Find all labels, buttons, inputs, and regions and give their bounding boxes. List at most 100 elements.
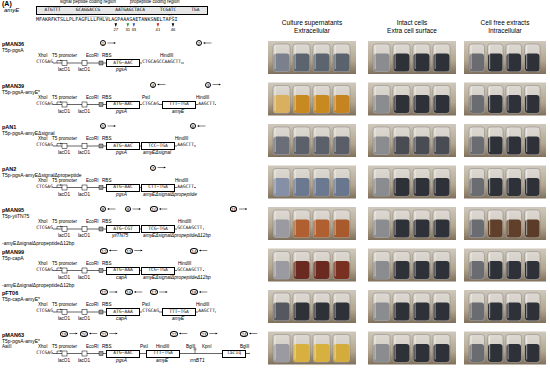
promoter-arrowhead (61, 60, 63, 62)
tube-highlight (315, 87, 316, 111)
primer-arrow (134, 292, 142, 293)
tube (469, 44, 485, 72)
tube-liquid (374, 344, 390, 362)
laco-box (82, 227, 87, 232)
tube-highlight (489, 170, 490, 194)
photo-background (464, 332, 546, 365)
column-header: Extracellular (262, 28, 362, 35)
promoter-arrow (57, 61, 61, 64)
tube-highlight (295, 253, 296, 277)
dna-sequence: CTCGAG (36, 60, 53, 65)
site-label: XhoI (38, 179, 47, 184)
tube-liquid (394, 261, 410, 279)
primer-arrow (179, 333, 187, 334)
site-label: lacO1 (58, 68, 70, 73)
tube-highlight (335, 87, 336, 111)
laco-box (82, 268, 87, 273)
tube (506, 127, 522, 155)
tube (273, 169, 290, 197)
photo-background (464, 124, 546, 157)
tube (433, 169, 450, 197)
construct-name: T5p-capA-amyE* (2, 297, 40, 302)
photo-background (268, 124, 356, 157)
rbs-box (99, 103, 103, 107)
tube-highlight (395, 45, 396, 69)
tube-highlight (415, 253, 416, 277)
primer-arrowhead (76, 332, 78, 334)
tube (525, 127, 541, 155)
primer-arrowhead (166, 291, 168, 293)
tube (273, 293, 290, 321)
tube (488, 335, 504, 363)
tube-liquid (274, 344, 290, 362)
tube-highlight (415, 211, 416, 235)
primer-arrow (159, 292, 167, 293)
gene-box: CTT—TGA (141, 184, 175, 192)
gene-label: capA (116, 276, 127, 281)
tube-highlight (508, 336, 509, 360)
tube-highlight (508, 45, 509, 69)
tube-highlight (375, 294, 376, 318)
site-label: HindIII (175, 179, 188, 184)
tube-highlight (395, 87, 396, 111)
tube (506, 335, 522, 363)
tube (373, 293, 390, 321)
callout-number: 19 (60, 331, 68, 337)
primer-arrow (239, 209, 247, 210)
primer-arrowhead (141, 249, 143, 251)
tube-highlight (275, 87, 276, 111)
tube (373, 44, 390, 72)
tube-liquid (374, 137, 390, 155)
tube-liquid (394, 178, 410, 196)
tube-highlight (435, 253, 436, 277)
tube-highlight (275, 211, 276, 235)
primer-arrow (204, 43, 212, 44)
site-label: lacO1 (58, 359, 70, 364)
tube-highlight (435, 170, 436, 194)
tube-liquid (414, 303, 430, 321)
primer-arrow (109, 333, 117, 334)
region-label: signal peptide coding region (60, 0, 116, 5)
dna-sequence: CTGCAGCCAAGCTT (142, 60, 181, 65)
site-label: EcoRI (86, 54, 99, 59)
laco-box (82, 351, 87, 356)
photo-background (464, 41, 546, 74)
tube (433, 293, 450, 321)
tube-liquid (394, 220, 410, 238)
tube-liquid (374, 261, 390, 279)
tube (413, 44, 430, 72)
tube-highlight (275, 294, 276, 318)
gene-label: pgsA (116, 110, 127, 115)
tube (333, 127, 350, 155)
tube-highlight (508, 87, 509, 111)
tube-highlight (315, 253, 316, 277)
callout-number: 24 (240, 331, 248, 337)
residue-number: 31 (125, 28, 130, 32)
tube (273, 210, 290, 238)
construct-name: -amyEΔsignalΔpropeptideΔ12bp (2, 241, 74, 246)
tube (293, 86, 310, 114)
tube-highlight (375, 336, 376, 360)
site-label: EcoRI (86, 137, 99, 142)
tube-liquid (334, 54, 350, 72)
tube-liquid (414, 137, 430, 155)
dna-sequence: AAGCTT (177, 185, 194, 190)
laco-box (62, 268, 67, 273)
tube (393, 44, 410, 72)
tube-highlight (471, 170, 472, 194)
rbs-box (99, 186, 103, 190)
tube (313, 252, 330, 280)
region-label: propeptide coding region (130, 0, 180, 5)
tube (413, 335, 430, 363)
tube-liquid (374, 178, 390, 196)
sequence-text: ATG—AAC (113, 102, 132, 107)
tube-liquid (394, 54, 410, 72)
sequence-text: lacIq (227, 351, 241, 356)
promoter-arrow (57, 310, 61, 313)
tube-liquid (274, 261, 290, 279)
tube (393, 169, 410, 197)
tube-highlight (489, 336, 490, 360)
tube (506, 169, 522, 197)
gene-box: TTT—TGA (162, 308, 196, 316)
